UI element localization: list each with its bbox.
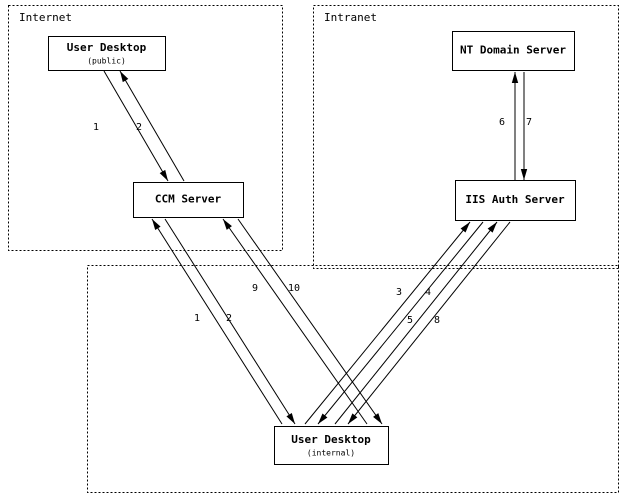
node-title-user-desktop-internal: User Desktop — [291, 433, 371, 446]
edge-layer: 1 2 1 2 9 10 3 4 5 8 6 7 — [93, 70, 532, 425]
edge-line-edge-2-public — [119, 70, 185, 182]
arrow-head-edge-2-internal — [286, 413, 295, 424]
edge-label-edge-5: 5 — [407, 315, 413, 326]
arrow-head-edge-1-public — [159, 169, 168, 181]
node-box-user-desktop-public — [48, 36, 166, 71]
edge-line-edge-3 — [304, 221, 471, 425]
arrow-head-edge-4 — [318, 413, 328, 424]
edge-label-edge-1-public: 1 — [93, 122, 99, 133]
edge-line-edge-9 — [222, 218, 368, 425]
edge-label-edge-1-internal: 1 — [194, 313, 200, 324]
edge-label-edge-2-internal: 2 — [226, 313, 232, 324]
zone-label-internet: Internet — [19, 11, 72, 24]
node-user-desktop-internal[interactable]: User Desktop (internal) — [274, 426, 389, 465]
zone-layer: Internet Intranet — [8, 5, 619, 493]
edge-line-edge-5 — [334, 221, 498, 425]
arrow-head-edge-3 — [460, 222, 470, 233]
edge-line-edge-8 — [347, 221, 511, 425]
node-box-nt-domain-server — [452, 31, 575, 71]
node-title-ccm-server: CCM Server — [155, 193, 222, 206]
node-layer: User Desktop (public) CCM Server NT Domain … — [48, 31, 576, 465]
arrow-head-edge-1-internal — [152, 219, 161, 230]
edge-label-edge-10: 10 — [288, 283, 300, 294]
arrow-head-edge-7 — [520, 169, 528, 180]
edge-label-edge-4: 4 — [425, 287, 431, 298]
node-box-user-desktop-internal — [274, 426, 389, 465]
node-box-ccm-server — [133, 182, 244, 218]
edge-label-edge-8: 8 — [434, 315, 440, 326]
edge-line-edge-2-internal — [164, 218, 296, 425]
zone-label-intranet: Intranet — [324, 11, 377, 24]
edge-label-edge-3: 3 — [396, 287, 402, 298]
node-box-iis-auth-server — [455, 180, 576, 221]
node-subtitle-user-desktop-public: (public) — [87, 57, 126, 66]
edge-label-edge-7: 7 — [526, 117, 532, 128]
arrow-head-edge-5 — [487, 222, 497, 233]
arrow-head-edge-6 — [511, 72, 519, 83]
arrow-head-edge-10 — [373, 413, 382, 424]
edge-line-edge-10 — [237, 218, 383, 425]
zone-intranet — [313, 5, 619, 269]
arrow-head-edge-2-public — [120, 71, 129, 83]
arrow-head-edge-8 — [348, 413, 358, 424]
zone-lan — [87, 265, 619, 493]
node-iis-auth-server[interactable]: IIS Auth Server — [455, 180, 576, 221]
node-title-nt-domain-server: NT Domain Server — [460, 44, 566, 57]
arrow-head-edge-9 — [223, 219, 232, 230]
node-ccm-server[interactable]: CCM Server — [133, 182, 244, 218]
node-title-iis-auth-server: IIS Auth Server — [465, 193, 565, 206]
edge-line-edge-4 — [317, 221, 484, 425]
node-subtitle-user-desktop-internal: (internal) — [307, 449, 355, 458]
zone-internet — [8, 5, 283, 251]
edge-label-edge-9: 9 — [252, 283, 258, 294]
edge-label-edge-2-public: 2 — [136, 122, 142, 133]
node-nt-domain-server[interactable]: NT Domain Server — [452, 31, 575, 71]
edge-label-edge-6: 6 — [499, 117, 505, 128]
node-title-user-desktop-public: User Desktop — [67, 41, 147, 54]
node-user-desktop-public[interactable]: User Desktop (public) — [48, 36, 166, 71]
edge-line-edge-1-public — [103, 70, 169, 182]
edge-line-edge-1-internal — [151, 218, 283, 425]
